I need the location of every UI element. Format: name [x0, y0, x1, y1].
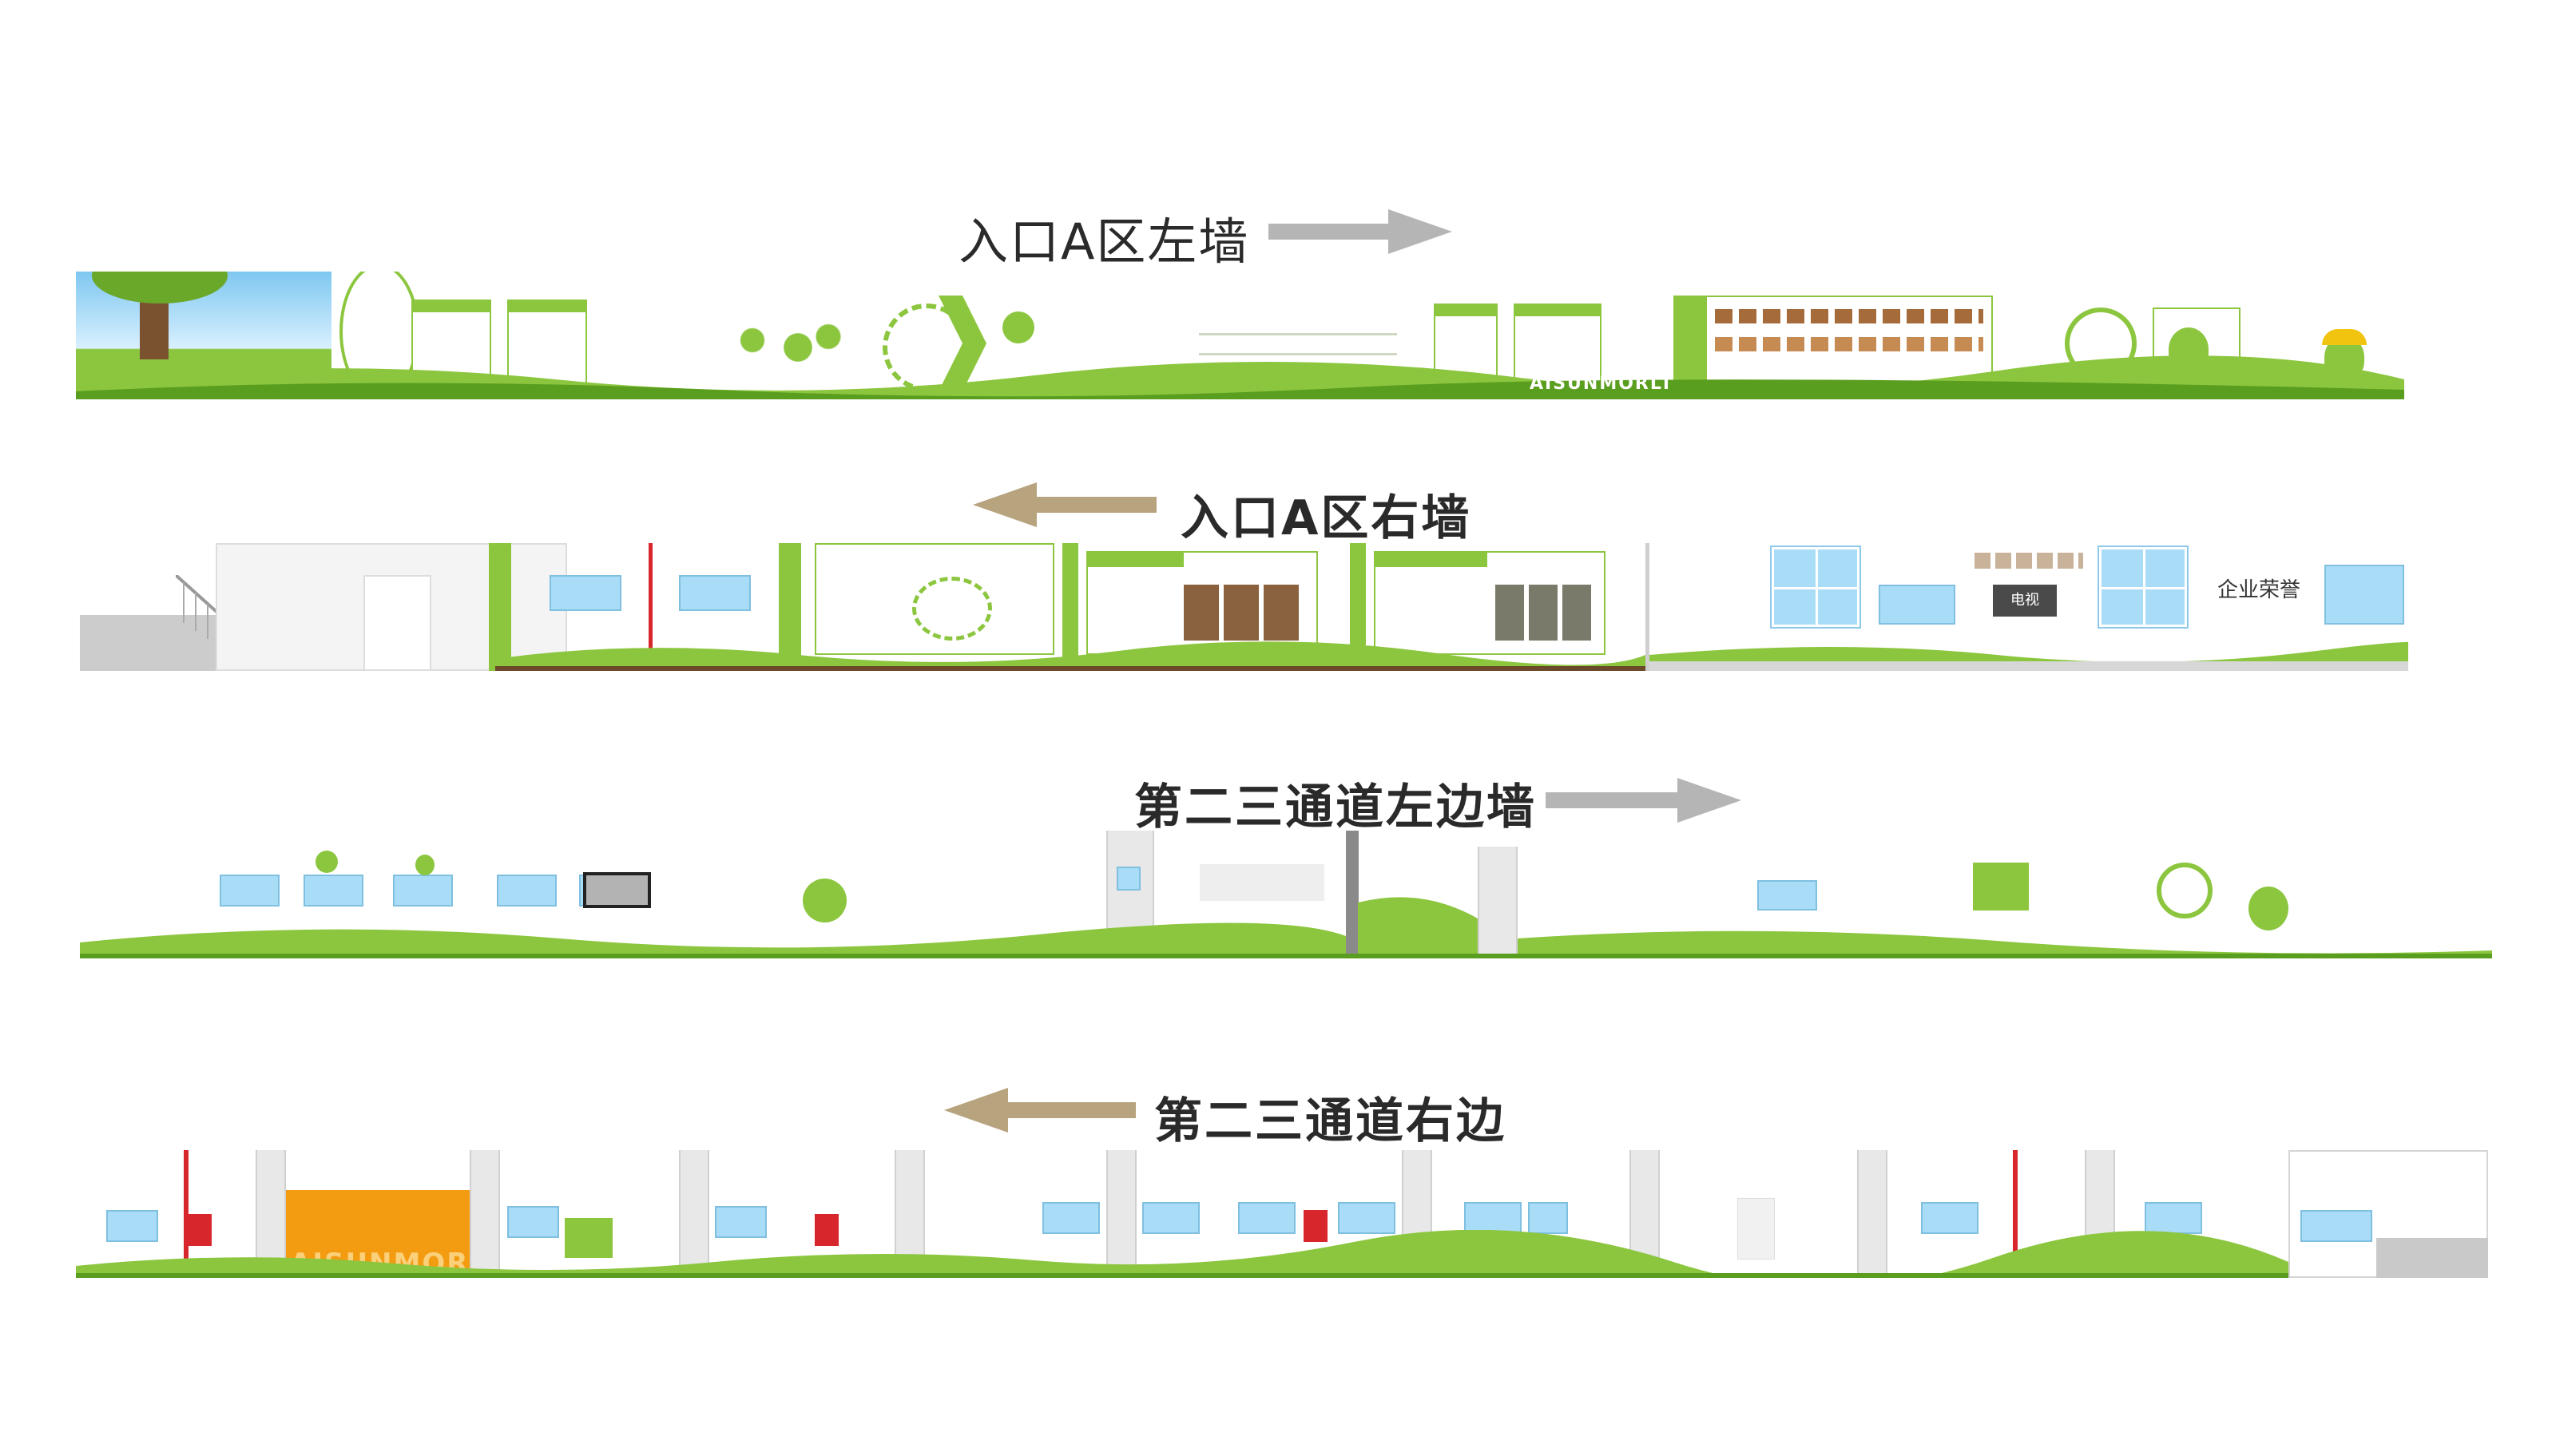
- green-pillar: [489, 543, 511, 671]
- display-screen: [497, 875, 557, 907]
- info-panel: [1973, 863, 2029, 910]
- floor-block: [2376, 1238, 2488, 1278]
- info-panel: [2213, 1194, 2280, 1234]
- wall-strip-a-right: 电视 企业荣誉: [80, 543, 2408, 671]
- door: [363, 575, 431, 671]
- pillar: [1106, 1150, 1137, 1278]
- red-block: [188, 1214, 212, 1246]
- info-panel: [1965, 543, 2093, 583]
- mascot-icon: [1002, 311, 1034, 343]
- cycle-diagram: [2157, 863, 2213, 918]
- pillar: [1478, 847, 1518, 958]
- white-wall: [1737, 1198, 1775, 1260]
- section-title-a-right: 入口A区右墙: [1181, 490, 1472, 546]
- info-panel: [951, 859, 1126, 922]
- display-screen: [507, 1206, 559, 1238]
- green-pillar: [1062, 543, 1078, 671]
- info-panel: [1673, 296, 1705, 383]
- display-screen: [1238, 1202, 1296, 1234]
- wall-strip-a-left: AISUNMORLI: [76, 272, 2404, 399]
- info-panel: [1374, 551, 1605, 655]
- green-pillar: [779, 543, 801, 671]
- wall-strip-ch-right: AISUNMORLI: [76, 1150, 2488, 1278]
- section-title-a-left: 入口A区左墙: [958, 212, 1250, 271]
- display-screen: [1464, 1202, 1522, 1234]
- chevron-right-icon: [939, 296, 986, 391]
- display-screen: [550, 575, 621, 611]
- red-block: [815, 1214, 839, 1246]
- display-screen: [715, 1206, 767, 1238]
- display-screen: [1117, 867, 1141, 891]
- display-screen: [304, 875, 363, 907]
- section-title-ch-right: 第二三通道右边: [1154, 1093, 1506, 1149]
- window: [2098, 546, 2189, 629]
- grass-band: [76, 1230, 2288, 1278]
- honor-label: 企业荣誉: [2217, 578, 2301, 602]
- wall-strip-ch-left: [80, 831, 2492, 958]
- section-title-ch-left: 第二三通道左边墙: [1134, 780, 1537, 835]
- display-screen: [679, 575, 751, 611]
- green-pillar: [1350, 543, 1366, 671]
- display-screen: [1142, 1202, 1200, 1234]
- display-screen: [1042, 1202, 1100, 1234]
- grass-band: [80, 897, 2492, 958]
- info-panel: [1086, 551, 1318, 655]
- display-screen: [1757, 880, 1817, 910]
- info-panel: [1857, 855, 1985, 934]
- arrow-left-icon: [973, 482, 1157, 527]
- material-grid: [1705, 296, 1993, 383]
- red-divider: [649, 543, 653, 671]
- info-panel: [603, 300, 683, 387]
- mascot-icon: [415, 855, 435, 875]
- red-block: [1304, 1210, 1328, 1242]
- grass-band: [495, 641, 2408, 671]
- grass-band: [76, 355, 2404, 399]
- red-divider: [184, 1150, 189, 1278]
- pillar: [256, 1150, 286, 1278]
- info-panel: [1550, 855, 1789, 934]
- display-screen: [1879, 585, 1955, 625]
- display-screen: [1528, 1202, 1568, 1234]
- mascot-icon: [803, 879, 847, 922]
- grey-divider: [1346, 831, 1359, 958]
- display-screen: [220, 875, 280, 907]
- display-screen: [2145, 1202, 2202, 1234]
- window: [1770, 546, 1861, 629]
- arrow-left-icon: [944, 1088, 1136, 1133]
- info-panel: [507, 300, 587, 387]
- pillar: [679, 1150, 709, 1278]
- red-divider: [2013, 1150, 2018, 1278]
- display-screen: [1921, 1202, 1979, 1234]
- arrow-right-icon: [1268, 209, 1452, 254]
- display-screen: [393, 875, 453, 907]
- display-screen: [106, 1210, 158, 1242]
- world-map: [707, 311, 859, 383]
- brand-logo: AISUNMORLI: [1530, 374, 1672, 394]
- info-panel: [695, 863, 823, 926]
- info-panel: [815, 543, 1054, 655]
- mascot-icon: [316, 851, 338, 873]
- pillar: [470, 1150, 500, 1278]
- arrow-right-icon: [1546, 778, 1741, 823]
- info-panel: [565, 1218, 613, 1258]
- info-panel: [1514, 303, 1601, 383]
- tv-screen: 电视: [1993, 585, 2057, 617]
- display-screen: [2300, 1210, 2372, 1242]
- pillar: [1857, 1150, 1887, 1278]
- monitor: [583, 872, 651, 908]
- display-screen: [2324, 565, 2404, 625]
- mascot-icon: [2248, 887, 2288, 930]
- grey-divider: [1645, 543, 1649, 671]
- display-screen: [1338, 1202, 1395, 1234]
- info-panel: [1198, 863, 1326, 903]
- mascot-cap: [2322, 329, 2367, 345]
